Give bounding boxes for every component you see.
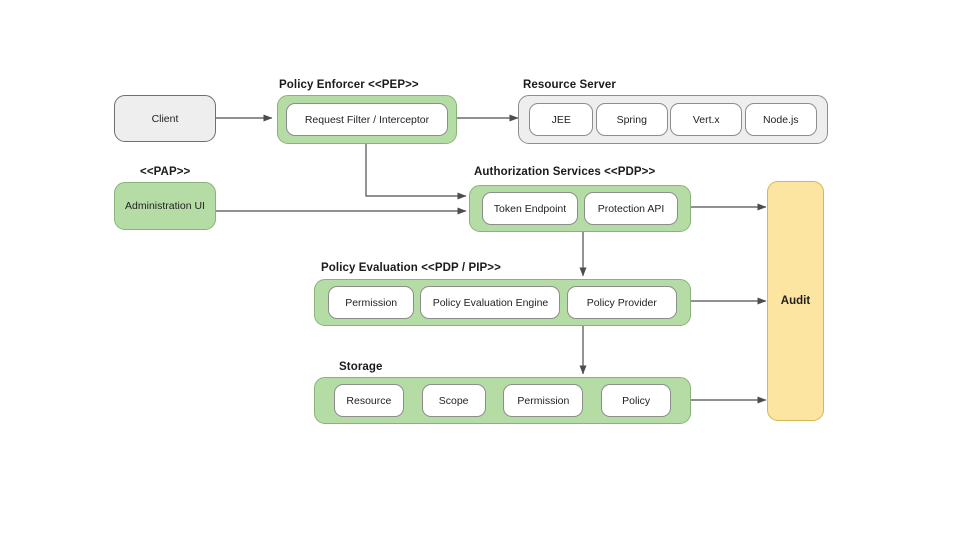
leaf-policy-evaluation-engine[interactable]: Policy Evaluation Engine [420, 286, 561, 319]
leaf-policy-provider[interactable]: Policy Provider [566, 286, 677, 319]
group-title-policy-enforcer: Policy Enforcer <<PEP>> [279, 79, 419, 91]
connector-policy-enforcer-to-authorization-services [365, 144, 467, 200]
node-client-label: Client [151, 112, 179, 125]
group-storage: Resource Scope Permission Policy [314, 377, 691, 424]
node-audit[interactable]: Audit [767, 181, 824, 421]
leaf-permission[interactable]: Permission [328, 286, 415, 319]
leaf-resource[interactable]: Resource [333, 384, 404, 417]
group-title-resource-server: Resource Server [523, 79, 616, 91]
leaf-vertx[interactable]: Vert.x [670, 103, 743, 136]
leaf-jee[interactable]: JEE [529, 103, 594, 136]
node-administration-ui-label: Administration UI [125, 200, 205, 212]
group-title-authorization-services: Authorization Services <<PDP>> [474, 166, 656, 178]
group-policy-evaluation: Permission Policy Evaluation Engine Poli… [314, 279, 691, 326]
group-title-policy-evaluation: Policy Evaluation <<PDP / PIP>> [321, 262, 501, 274]
node-audit-label: Audit [780, 295, 811, 307]
leaf-nodejs[interactable]: Node.js [744, 103, 817, 136]
node-client[interactable]: Client [114, 95, 216, 142]
group-authorization-services: Token Endpoint Protection API [469, 185, 691, 232]
group-policy-enforcer: Request Filter / Interceptor [277, 95, 457, 144]
leaf-protection-api[interactable]: Protection API [584, 192, 678, 225]
leaf-permission-storage[interactable]: Permission [503, 384, 584, 417]
leaf-scope[interactable]: Scope [421, 384, 486, 417]
leaf-token-endpoint[interactable]: Token Endpoint [482, 192, 578, 225]
group-title-pap: <<PAP>> [140, 166, 191, 178]
group-resource-server: JEE Spring Vert.x Node.js [518, 95, 828, 144]
group-title-storage: Storage [339, 361, 383, 373]
node-administration-ui[interactable]: Administration UI [114, 182, 216, 230]
leaf-policy[interactable]: Policy [601, 384, 672, 417]
leaf-spring[interactable]: Spring [595, 103, 668, 136]
leaf-request-filter-interceptor[interactable]: Request Filter / Interceptor [286, 103, 448, 136]
